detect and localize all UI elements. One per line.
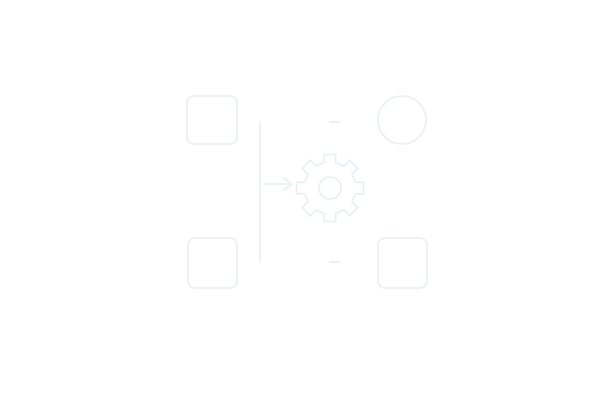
top-right-circle-icon xyxy=(377,95,427,145)
arrow-icon xyxy=(263,177,293,191)
top-left-square-icon xyxy=(186,95,238,145)
gear-hub xyxy=(318,176,342,200)
gear-icon xyxy=(295,153,365,223)
bottom-right-square-icon xyxy=(377,237,428,289)
gear-outline xyxy=(295,153,365,223)
bottom-left-square-icon xyxy=(187,237,238,289)
